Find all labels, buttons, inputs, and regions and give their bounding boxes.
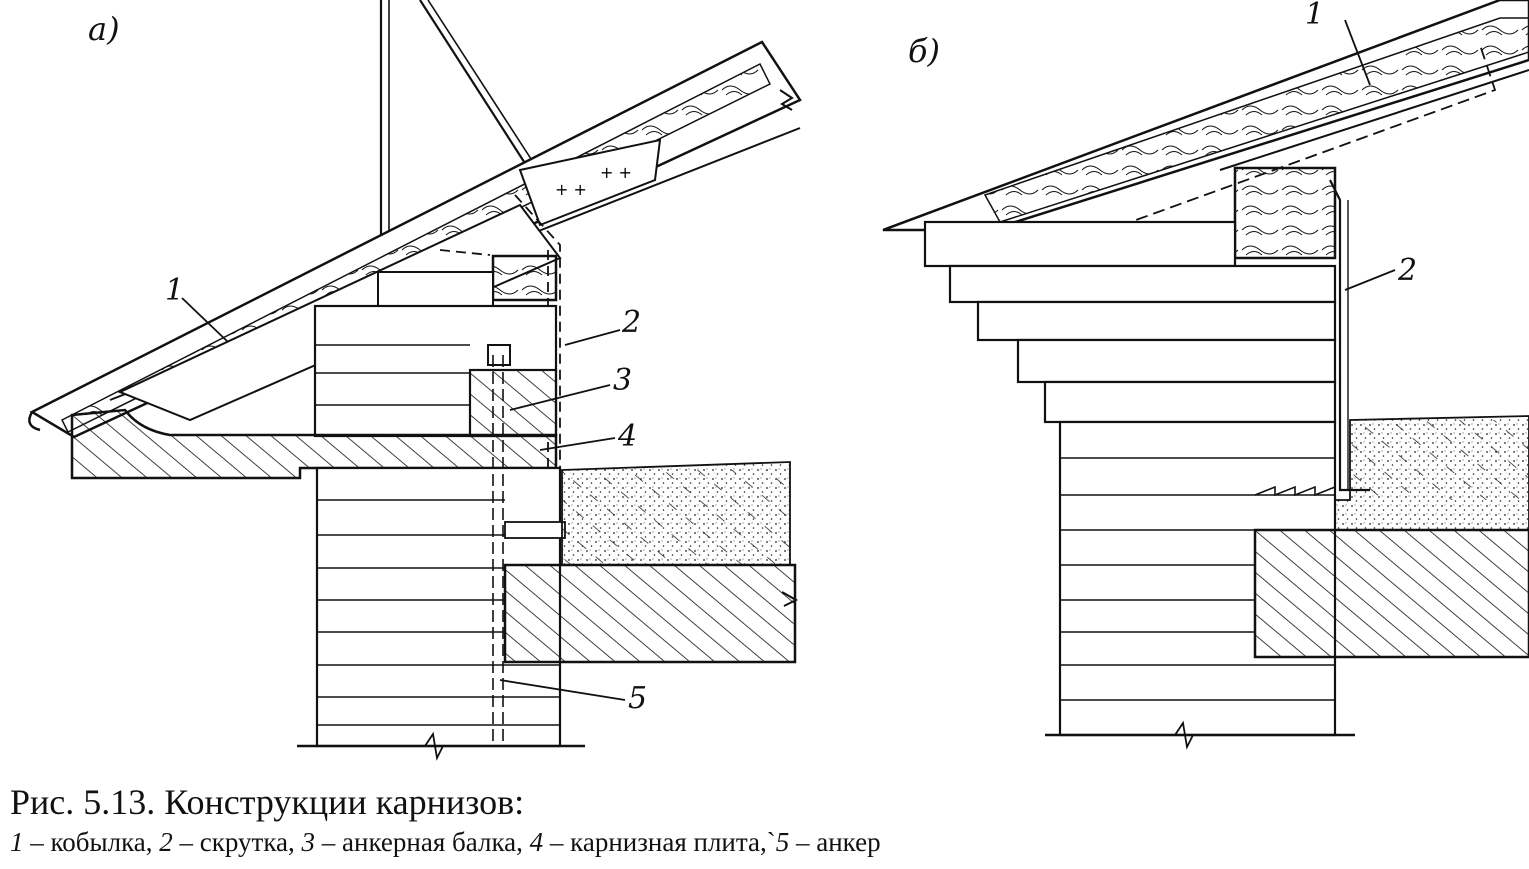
callout-a-1: 1: [165, 273, 184, 308]
break-mark: [424, 731, 444, 761]
rafter-underside: [1219, 69, 1529, 171]
legend-num-4: 4: [529, 827, 544, 857]
panel-b: б): [882, 0, 1529, 750]
caption-title: Рис. 5.13. Конструкции карнизов:: [10, 782, 525, 822]
callout-b-2: 2: [1397, 253, 1417, 288]
break-mark: [1174, 720, 1194, 750]
legend-num-5: 5: [775, 827, 790, 857]
brick-course: [377, 271, 494, 307]
strut: [427, 0, 534, 163]
anchor-beam: [468, 368, 558, 438]
caption-legend: 1 – кобылка, 2 – скрутка, 3 – анкерная б…: [10, 824, 1510, 860]
cornice-slab: [70, 408, 558, 480]
wall-plate: [1233, 166, 1337, 260]
legend-num-3: 3: [301, 827, 316, 857]
callout-a-3: 3: [613, 363, 632, 398]
floor-slab: [1253, 528, 1529, 659]
corbel-course: [1016, 338, 1337, 384]
legend-num-2: 2: [159, 827, 173, 857]
break-mark: [779, 89, 794, 111]
legend-num-1: 1: [10, 827, 24, 857]
anchor-wedge: [504, 521, 566, 539]
corbel-course: [976, 300, 1337, 342]
leader-4: [539, 437, 616, 451]
anchor-nut: [487, 344, 511, 366]
leader-2: [564, 329, 621, 346]
corbel-course: [1043, 380, 1337, 424]
legend-dash: –: [549, 827, 564, 857]
splice-plate: [518, 138, 662, 227]
callout-a-2: 2: [621, 305, 641, 340]
callout-a-4: 4: [617, 419, 637, 454]
floor-slab: [503, 563, 797, 664]
strut: [419, 0, 529, 169]
brick-joints: [1060, 457, 1335, 701]
eave-construction-drawing: а) + + + +: [28, 0, 1529, 761]
brick-joints: [317, 499, 560, 726]
legend-text-4: карнизная плита,`: [570, 827, 776, 857]
leader-5: [499, 679, 626, 701]
leader-3: [509, 384, 611, 411]
corbel-course: [948, 264, 1337, 304]
legend-text-1: кобылка,: [50, 827, 153, 857]
legend-dash: –: [795, 827, 810, 857]
leader-b-1: [1344, 19, 1371, 86]
wall-plate: [491, 254, 558, 302]
legend-text-5: анкер: [816, 827, 881, 857]
panel-a-label: а): [88, 10, 120, 48]
anchor-teeth: [1254, 485, 1336, 497]
legend-text-2: скрутка,: [199, 827, 295, 857]
panel-b-label: б): [908, 32, 940, 70]
legend-text-3: анкерная балка,: [342, 827, 523, 857]
callout-a-5: 5: [628, 681, 647, 716]
legend-dash: –: [179, 827, 194, 857]
break-mark: [781, 591, 799, 607]
insulation-marks: [1352, 420, 1529, 500]
panel-a: а) + + + +: [28, 0, 802, 761]
roof-drip-edge: [28, 411, 41, 432]
leader-b-2: [1344, 269, 1396, 291]
insulation-marks: [562, 470, 790, 565]
figure-caption: Рис. 5.13. Конструкции карнизов: 1 – коб…: [10, 780, 1510, 860]
leader-1: [181, 297, 229, 343]
legend-dash: –: [30, 827, 44, 857]
corbel-course: [923, 220, 1237, 268]
bolt-marks: + +: [600, 163, 632, 182]
bolt-marks: + +: [555, 180, 587, 199]
legend-dash: –: [321, 827, 336, 857]
callout-b-1: 1: [1305, 0, 1324, 32]
roof-boards: [983, 17, 1529, 223]
